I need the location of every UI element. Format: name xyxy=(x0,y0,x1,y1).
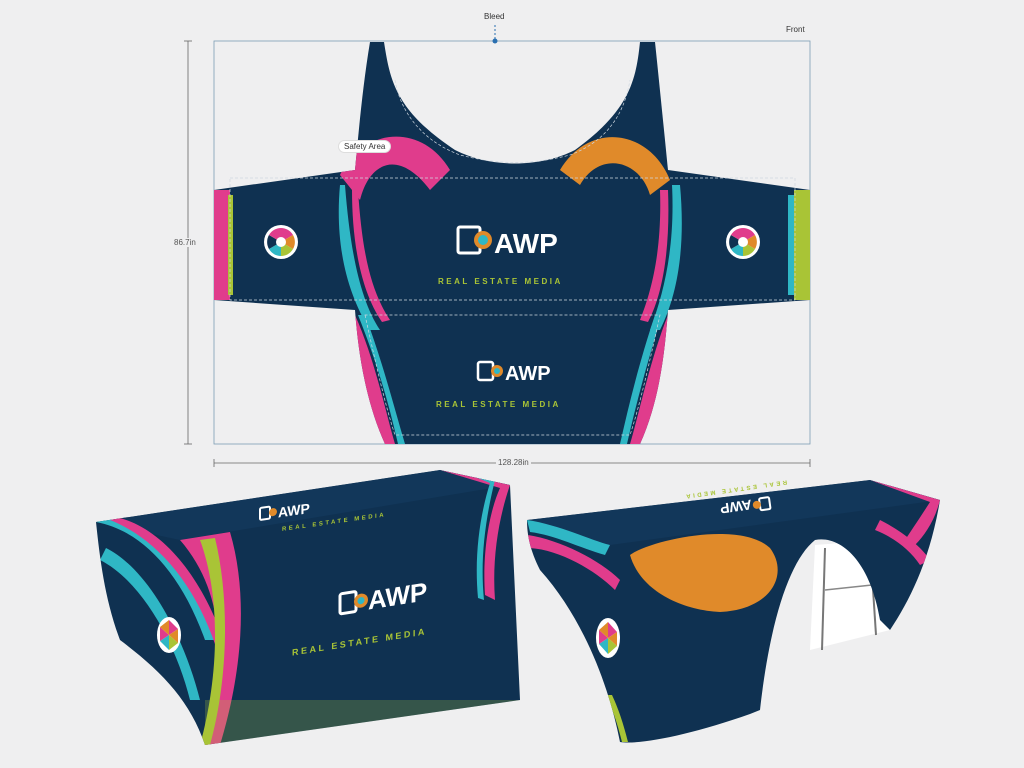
safety-area-outline-middle xyxy=(229,177,796,301)
flat-logo-top: AWP REAL ESTATE MEDIA xyxy=(438,225,563,286)
safety-area-outline-bottom xyxy=(364,314,661,436)
aperture-icon-right xyxy=(726,225,760,259)
safety-area-outline-top xyxy=(394,79,631,163)
table-mockup-left: AWP REAL ESTATE MEDIA AWP REAL ESTATE ME… xyxy=(96,470,520,745)
front-label: Front xyxy=(786,25,805,34)
table-mockup-right: AWP REAL ESTATE MEDIA xyxy=(527,478,940,743)
flat-wordmark-top: AWP xyxy=(494,228,558,259)
right-table-wordmark-top: AWP xyxy=(719,497,753,517)
safety-area-label: Safety Area xyxy=(338,140,392,153)
bleed-marker-dot xyxy=(492,38,498,44)
bleed-label: Bleed xyxy=(484,12,505,21)
flat-tagline-top: REAL ESTATE MEDIA xyxy=(438,277,563,286)
flat-logo-bottom: AWP REAL ESTATE MEDIA xyxy=(436,360,561,409)
left-table-wordmark-top: AWP xyxy=(278,500,310,520)
flat-wordmark-bottom: AWP xyxy=(505,363,551,385)
width-dimension-label: 128.28in xyxy=(496,458,531,467)
aperture-icon-left xyxy=(264,225,298,259)
height-dimension-label: 86.7in xyxy=(174,238,196,247)
flat-tagline-bottom: REAL ESTATE MEDIA xyxy=(436,400,561,409)
